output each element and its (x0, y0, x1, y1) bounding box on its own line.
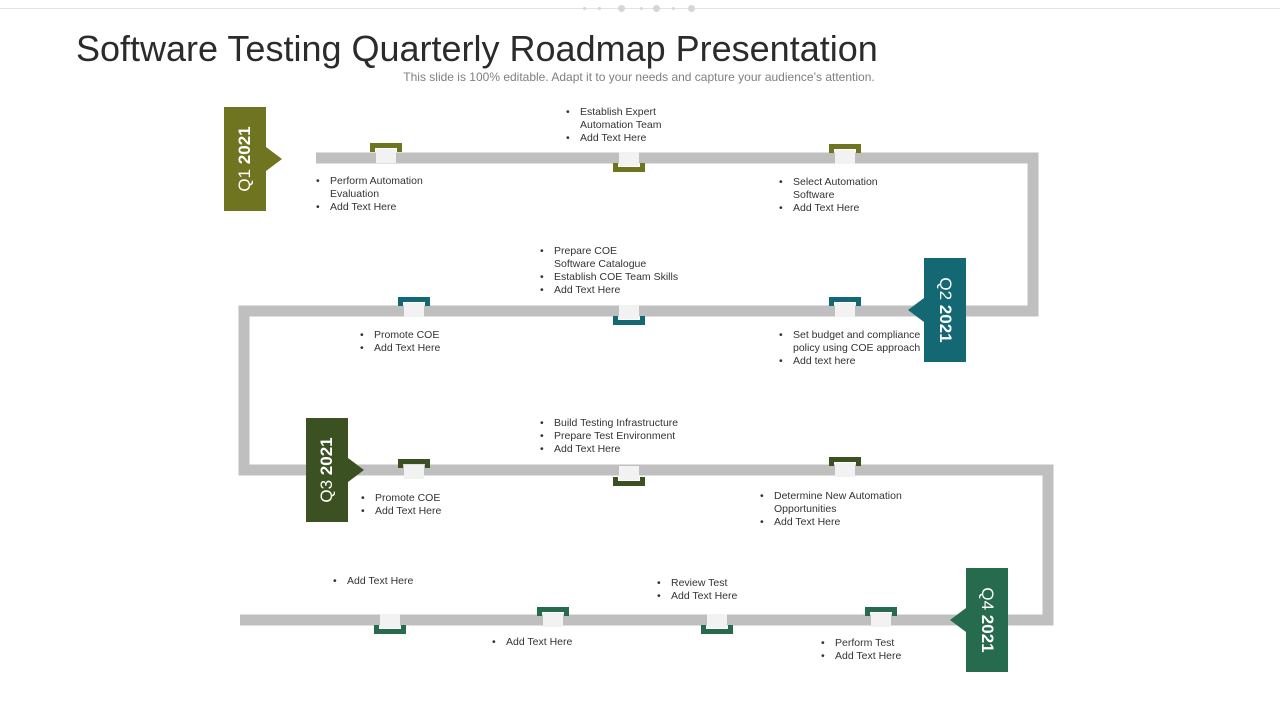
bullet-item: Add Text Here (566, 132, 662, 145)
quarter-label: Q1 (235, 168, 254, 192)
quarter-q1-box: Q1 2021 (224, 107, 282, 211)
decor-dot (640, 7, 643, 10)
bullet-item: Add Text Here (779, 202, 878, 215)
bullet-item: Add Text Here (657, 590, 737, 603)
bullet-item: Add Text Here (316, 201, 423, 214)
quarter-label: Q2 (936, 277, 955, 301)
bullet-item: Add Text Here (821, 650, 901, 663)
decor-dot (688, 5, 695, 12)
milestone-label: Build Testing InfrastructurePrepare Test… (540, 417, 678, 456)
quarter-label: Q3 (317, 479, 336, 503)
quarter-year: 2021 (235, 126, 254, 165)
milestone-marker (374, 614, 406, 634)
bullet-item: Add Text Here (540, 284, 678, 297)
milestone-marker (613, 305, 645, 325)
bullet-item: Add Text Here (361, 505, 441, 518)
bullet-item: Establish COE Team Skills (540, 271, 678, 284)
milestone-marker (537, 607, 569, 627)
quarter-label: Q4 (978, 587, 997, 611)
bullet-item: Perform Test (821, 637, 901, 650)
bullet-item: Promote COE (360, 329, 440, 342)
decor-dot (598, 7, 601, 10)
bullet-item: Add Text Here (540, 443, 678, 456)
milestone-label: Promote COEAdd Text Here (361, 492, 441, 518)
bullet-item: Review Test (657, 577, 737, 590)
quarter-q3-box: Q3 2021 (306, 418, 364, 522)
milestone-marker (829, 457, 861, 477)
milestone-marker (398, 297, 430, 317)
bullet-item: Add Text Here (360, 342, 440, 355)
milestone-marker (370, 143, 402, 163)
bullet-item: Add Text Here (492, 636, 572, 649)
quarter-year: 2021 (936, 304, 955, 343)
milestone-label: Perform AutomationEvaluationAdd Text Her… (316, 175, 423, 214)
bullet-item: Add Text Here (333, 575, 413, 588)
milestone-label: Select AutomationSoftwareAdd Text Here (779, 176, 878, 215)
page-title: Software Testing Quarterly Roadmap Prese… (76, 28, 878, 69)
milestone-marker (701, 614, 733, 634)
milestone-label: Determine New AutomationOpportunitiesAdd… (760, 490, 902, 529)
decor-dot (672, 7, 675, 10)
quarter-year: 2021 (317, 437, 336, 476)
milestone-label: Review TestAdd Text Here (657, 577, 737, 603)
bullet-item: Prepare Test Environment (540, 430, 678, 443)
milestone-marker (829, 297, 861, 317)
decor-dot (618, 5, 625, 12)
milestone-label: Promote COEAdd Text Here (360, 329, 440, 355)
bullet-item: Build Testing Infrastructure (540, 417, 678, 430)
milestone-label: Perform TestAdd Text Here (821, 637, 901, 663)
bullet-item: Add Text Here (760, 516, 902, 529)
milestone-marker (613, 152, 645, 172)
milestone-marker (829, 144, 861, 164)
milestone-marker (865, 607, 897, 627)
milestone-marker (398, 459, 430, 479)
milestone-label: Add Text Here (492, 636, 572, 649)
milestone-label: Add Text Here (333, 575, 413, 588)
milestone-marker (613, 466, 645, 486)
quarter-year: 2021 (978, 614, 997, 653)
bullet-item: Add text here (779, 355, 920, 368)
quarter-q2-box: Q2 2021 (908, 258, 966, 362)
bullet-item: Promote COE (361, 492, 441, 505)
decor-dot (653, 5, 660, 12)
decor-dot (583, 7, 586, 10)
page-subtitle: This slide is 100% editable. Adapt it to… (403, 70, 875, 84)
quarter-q4-box: Q4 2021 (950, 568, 1008, 672)
